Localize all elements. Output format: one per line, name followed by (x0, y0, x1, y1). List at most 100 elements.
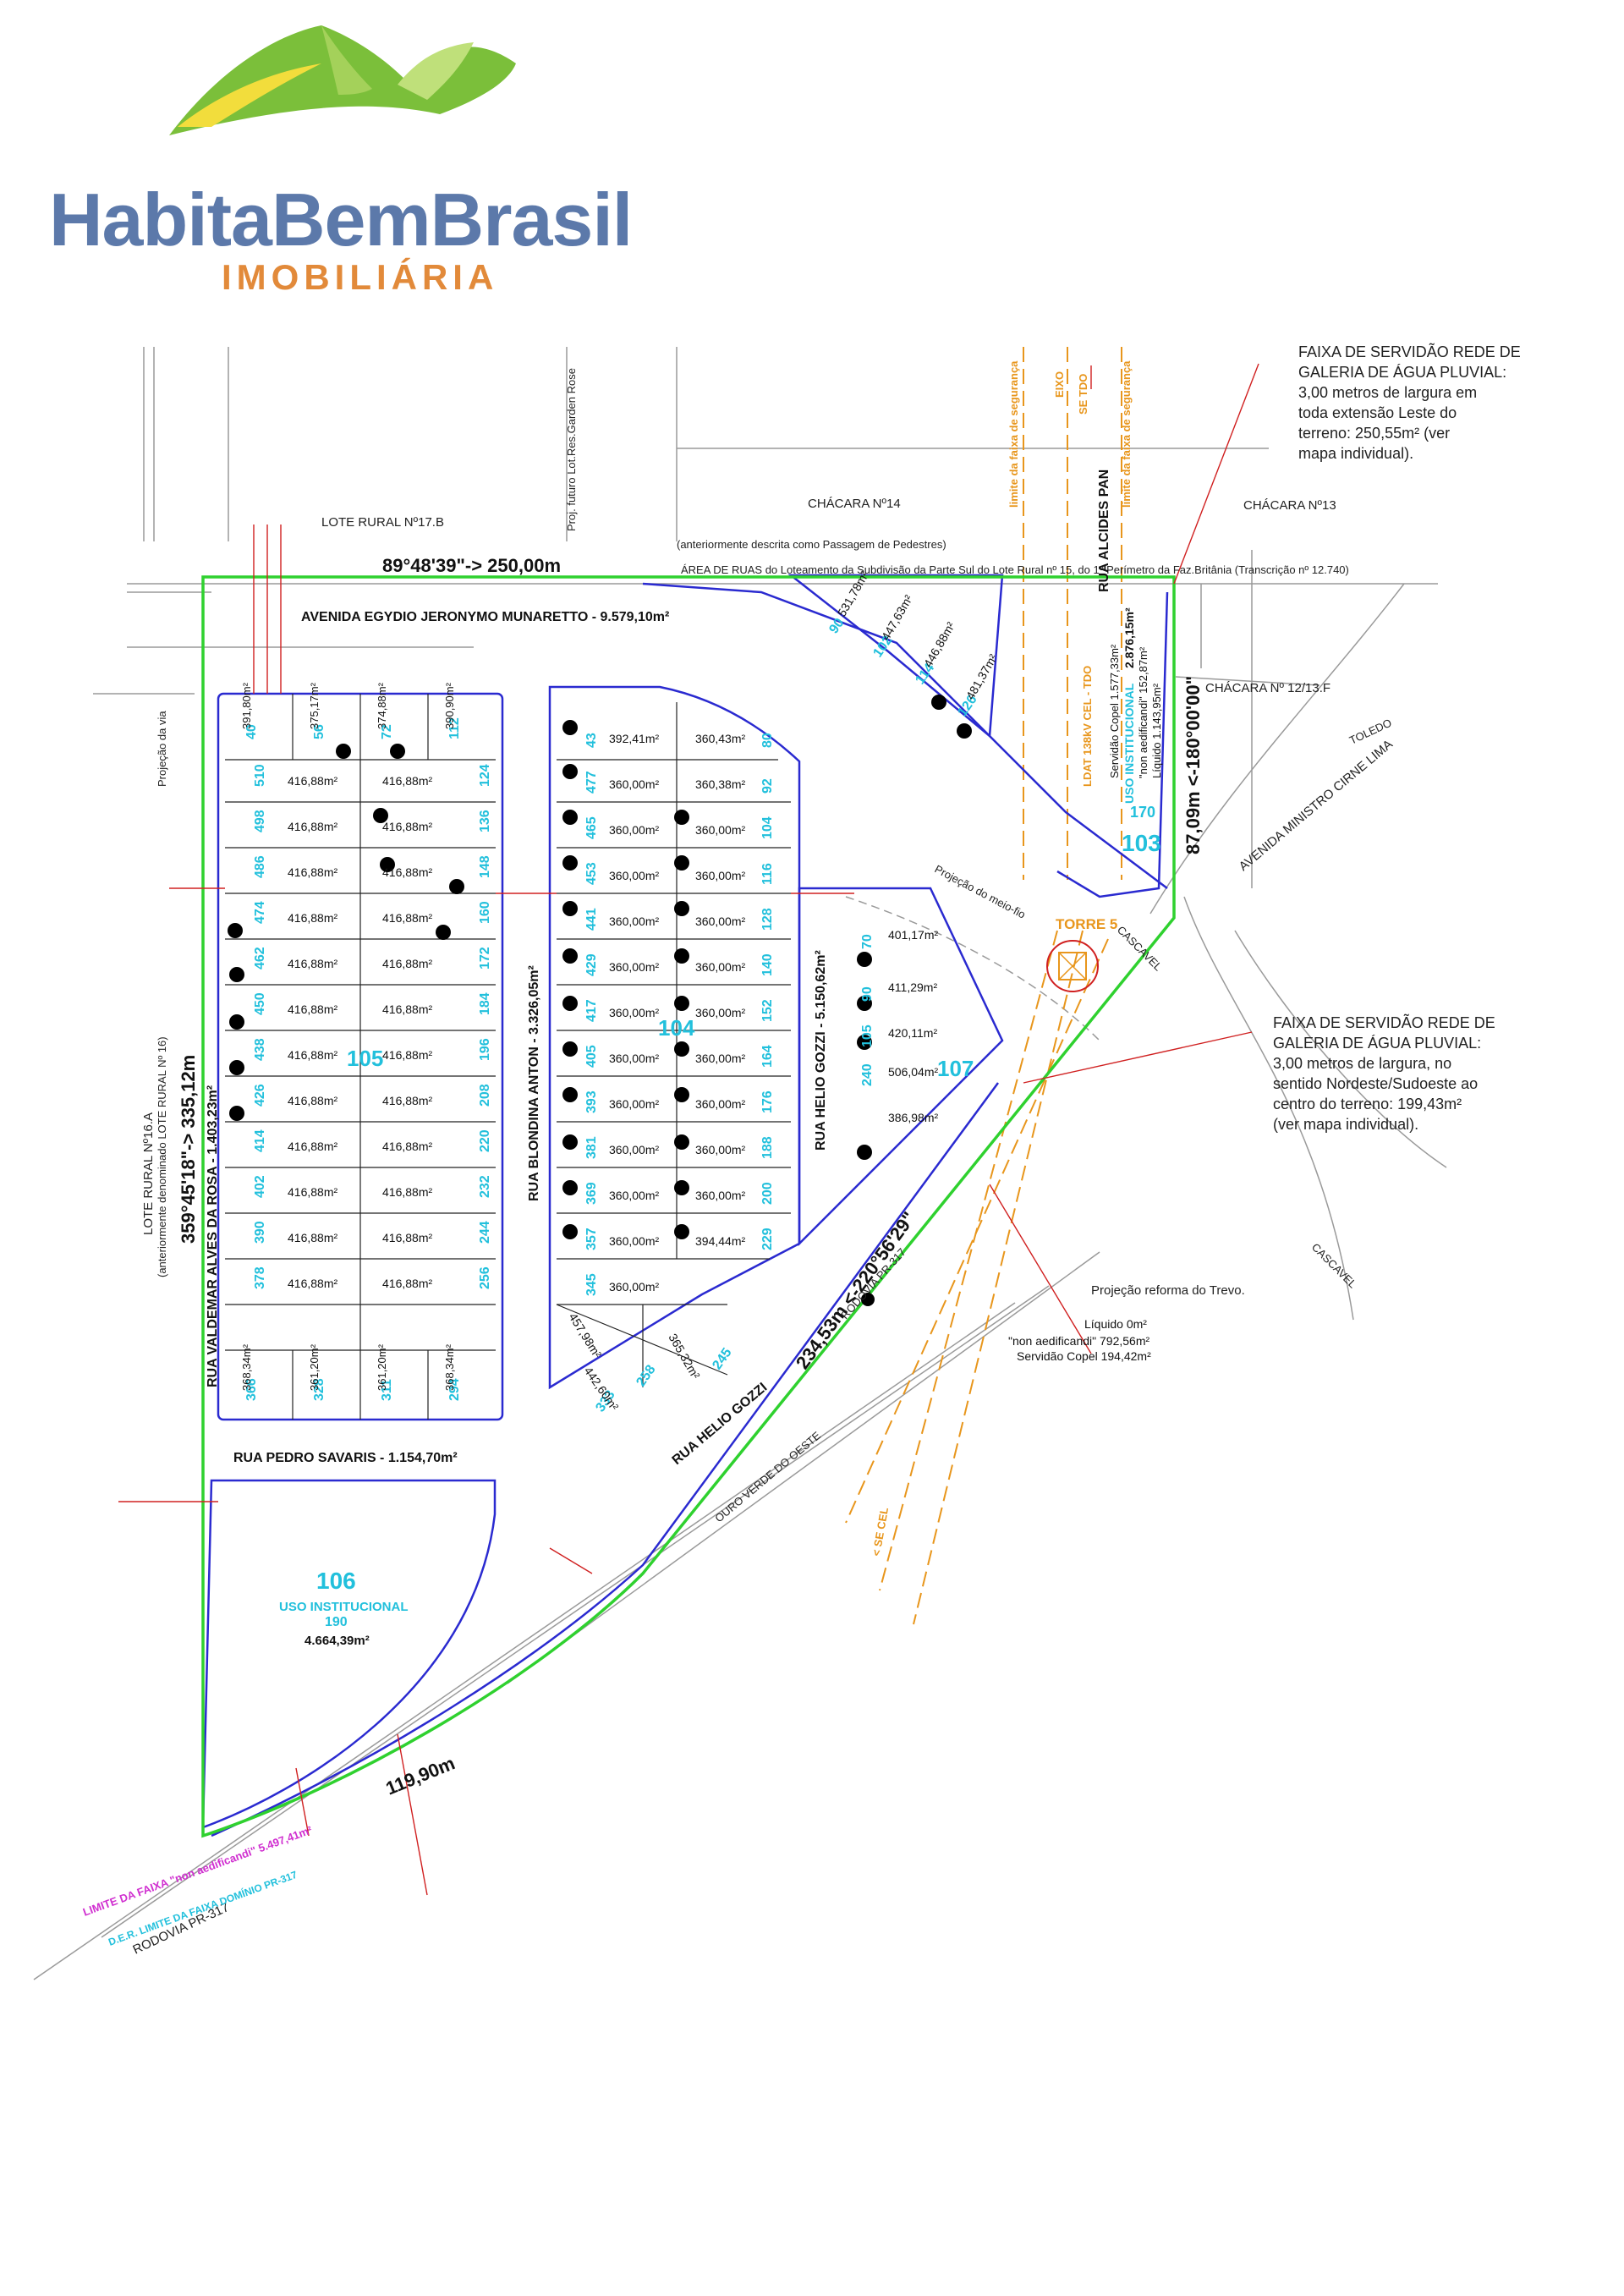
svg-text:(ver mapa individual).: (ver mapa individual). (1273, 1116, 1418, 1133)
cascavel-label-2: CASCAVEL (1115, 924, 1165, 974)
lot-number: 104 (760, 816, 775, 839)
lot-area: 416,88m² (382, 911, 432, 925)
property-boundary (201, 575, 1176, 1838)
liquido-zero-label: Líquido 0m² (1084, 1317, 1147, 1331)
lot-number: 462 (253, 947, 267, 969)
svg-text:3,00 metros de largura, no: 3,00 metros de largura, no (1273, 1055, 1451, 1072)
lot-area: 360,00m² (609, 1189, 659, 1202)
lot-number: 474 (253, 901, 267, 924)
svg-text:3,00 metros de largura em: 3,00 metros de largura em (1298, 384, 1477, 401)
block-103-num-label: 170 (1130, 804, 1155, 821)
projecao-meio-fio-label: Projeção do meio-fio (933, 862, 1028, 920)
svg-text:GALERIA DE ÁGUA PLUVIAL:: GALERIA DE ÁGUA PLUVIAL: (1273, 1035, 1481, 1052)
lot-number: 40 (244, 724, 259, 739)
logo-subtitle: IMOBILIÁRIA (222, 257, 498, 297)
torre-label: TORRE 5 (1056, 916, 1117, 932)
lot-number: 200 (760, 1182, 775, 1205)
lot-area: 360,00m² (695, 1143, 745, 1156)
lot-number: 258 (634, 1363, 658, 1390)
rua-helio-diagonal-label: RUA HELIO GOZZI (670, 1381, 771, 1468)
limite-faixa-label-2: limite da faixa de segurança (1120, 360, 1133, 508)
lot-area: 360,00m² (695, 1006, 745, 1019)
block-103-copel-label: Servidão Copel 1.577,33m² (1108, 644, 1121, 778)
lot-number: 136 (478, 810, 492, 832)
lot-area: 360,00m² (695, 823, 745, 837)
rua-blondina-label: RUA BLONDINA ANTON - 3.326,05m² (527, 965, 541, 1201)
lot-area: 360,00m² (609, 1143, 659, 1156)
lot-area: 360,00m² (695, 869, 745, 882)
ldat-label: LDAT 138kV CEL - TDO (1081, 666, 1094, 787)
tree-markers (228, 695, 972, 1306)
lot-area: 416,88m² (288, 1048, 337, 1062)
lot-number: 465 (584, 816, 599, 839)
lot-number: 256 (478, 1266, 492, 1289)
lot-area: 416,88m² (288, 1094, 337, 1107)
lot-number: 378 (253, 1266, 267, 1289)
lot-area: 416,88m² (382, 1140, 432, 1153)
lot-number: 426 (253, 1084, 267, 1107)
lot-area: 446,88m² (921, 619, 958, 670)
lot-area: 416,88m² (288, 1140, 337, 1153)
lot-number: 402 (253, 1175, 267, 1198)
chacara-12-label: CHÁCARA Nº 12/13.F (1205, 681, 1330, 695)
block-103-area-label: 2.876,15m² (1122, 607, 1136, 668)
lot-area: 416,88m² (288, 1185, 337, 1199)
lote-rural-17b-label: LOTE RURAL Nº17.B (321, 515, 444, 530)
lot-area: 411,29m² (888, 980, 937, 994)
block-106-num-label: 190 (325, 1615, 348, 1629)
block105-grid (225, 694, 496, 1420)
av-egydio-label: AVENIDA EGYDIO JERONYMO MUNARETTO - 9.57… (301, 610, 669, 624)
block-106-area-label: 4.664,39m² (304, 1634, 370, 1648)
lot-area: 375,17m² (308, 682, 321, 729)
habitabem-logo: HabitaBemBrasil IMOBILIÁRIA (49, 25, 633, 297)
block104-grid (556, 702, 791, 1387)
lot-number: 184 (478, 992, 492, 1015)
lot-number: 393 (584, 1090, 599, 1113)
lot-number: 311 (380, 1379, 394, 1401)
lot-area: 368,34m² (443, 1343, 456, 1391)
boundary-top-label: 89°48'39"-> 250,00m (382, 555, 561, 576)
lot-area: 416,88m² (288, 1231, 337, 1244)
lot-area: 416,88m² (288, 1277, 337, 1290)
non-aedificandi-label: "non aedificandi" 792,56m² (1008, 1334, 1149, 1348)
lot-number: 328 (312, 1378, 326, 1401)
lot-area: 401,17m² (888, 928, 938, 942)
lot-number: 72 (380, 724, 394, 739)
tower-icon (1046, 940, 1099, 992)
eixo-label: EIXO (1053, 371, 1066, 398)
lot-number: 245 (710, 1346, 734, 1373)
lot-area: 416,88m² (288, 1002, 337, 1016)
svg-text:mapa individual).: mapa individual). (1298, 445, 1413, 462)
lot-number: 498 (253, 810, 267, 832)
lot-area: 416,88m² (382, 820, 432, 833)
lot-area: 416,88m² (382, 865, 432, 879)
rua-alcides-label: RUA ALCIDES PAN (1097, 470, 1111, 592)
lot-number: 92 (760, 778, 775, 794)
limite-faixa-label-1: limite da faixa de segurança (1007, 360, 1020, 508)
projecao-trevo-label: Projeção reforma do Trevo. (1091, 1283, 1245, 1298)
lot-area: 360,00m² (695, 960, 745, 974)
lot-number: 345 (584, 1273, 599, 1296)
safety-zone-lines (845, 347, 1122, 1625)
lot-area: 361,20m² (376, 1343, 388, 1391)
lot-number: 414 (253, 1129, 267, 1152)
svg-text:sentido Nordeste/Sudoeste ao: sentido Nordeste/Sudoeste ao (1273, 1075, 1478, 1092)
lot-number: 105 (860, 1024, 875, 1047)
lot-area: 416,88m² (382, 957, 432, 970)
lot-area: 360,38m² (695, 777, 745, 791)
lot-number: 172 (478, 947, 492, 969)
lot-number: 441 (584, 908, 599, 931)
lot-area: 416,88m² (382, 1277, 432, 1290)
note-servidao-leste: FAIXA DE SERVIDÃO REDE DE GALERIA DE ÁGU… (1298, 343, 1521, 462)
lot-number: 196 (478, 1038, 492, 1061)
logo-brand-text: HabitaBemBrasil (49, 178, 632, 261)
lot-area: 360,00m² (609, 1052, 659, 1065)
lot-number: 208 (478, 1084, 492, 1107)
rua-valdemar-label: RUA VALDEMAR ALVES DA ROSA - 1.403,23m² (206, 1085, 220, 1387)
lot-number: 80 (760, 733, 775, 748)
lot-number: 160 (478, 901, 492, 924)
subdivision-plan: LOTE RURAL Nº17.B CHÁCARA Nº14 CHÁCARA N… (33, 343, 1521, 1980)
lot-area: 420,11m² (888, 1026, 937, 1040)
lot-number: 357 (584, 1228, 599, 1250)
